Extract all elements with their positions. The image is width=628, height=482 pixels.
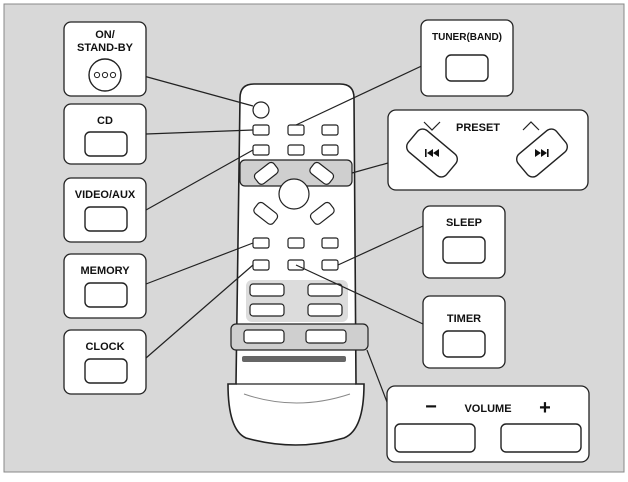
preset-down-chevron-icon (423, 121, 441, 131)
on-standby-button[interactable] (88, 58, 122, 92)
remote-button[interactable] (321, 144, 339, 156)
timer-button[interactable] (442, 330, 486, 358)
remote-button[interactable] (287, 144, 305, 156)
remote-center-button[interactable] (278, 178, 310, 210)
remote-button[interactable] (287, 237, 305, 249)
remote-nav-button[interactable] (252, 201, 279, 226)
callout-volume: − VOLUME + (386, 385, 590, 463)
cd-label: CD (97, 115, 113, 127)
remote-volume-down-button[interactable] (243, 329, 285, 344)
remote-wide-button[interactable] (249, 283, 285, 297)
remote-button[interactable] (321, 237, 339, 249)
leader-line-volume (366, 349, 388, 403)
remote-video-aux-button[interactable] (252, 144, 270, 156)
callout-memory: MEMORY (63, 253, 147, 319)
leader-line-on-standby (139, 74, 254, 107)
preset-down-button[interactable] (404, 126, 460, 180)
cd-button[interactable] (84, 131, 128, 157)
remote-sleep-button[interactable] (321, 259, 339, 271)
video-aux-label: VIDEO/AUX (75, 189, 136, 201)
sleep-button[interactable] (442, 236, 486, 264)
remote-control (227, 83, 369, 446)
video-aux-button[interactable] (84, 206, 128, 232)
remote-memory-button[interactable] (252, 237, 270, 249)
timer-label: TIMER (447, 313, 481, 325)
volume-down-button[interactable] (394, 423, 476, 453)
skip-forward-icon (535, 149, 549, 157)
remote-clock-button[interactable] (252, 259, 270, 271)
remote-power-button[interactable] (252, 101, 270, 119)
volume-plus-label: + (539, 397, 551, 419)
tuner-band-label: TUNER(BAND) (432, 32, 502, 43)
callout-sleep: SLEEP (422, 205, 506, 279)
remote-tuner-button[interactable] (287, 124, 305, 136)
remote-volume-up-button[interactable] (305, 329, 347, 344)
remote-cd-button[interactable] (252, 124, 270, 136)
clock-label: CLOCK (85, 341, 124, 353)
remote-preset-down-button[interactable] (253, 161, 280, 186)
remote-nav-cluster (252, 161, 336, 226)
remote-display-bar (242, 356, 346, 362)
leader-line-clock (145, 264, 254, 359)
callout-clock: CLOCK (63, 329, 147, 395)
tuner-band-button[interactable] (445, 54, 489, 82)
skip-back-icon (425, 149, 439, 157)
leader-line-tuner-band (295, 54, 446, 126)
callout-timer: TIMER (422, 295, 506, 369)
leader-line-preset (351, 162, 389, 174)
leader-line-sleep (337, 225, 424, 266)
leader-line-timer (295, 264, 424, 325)
memory-label: MEMORY (80, 265, 130, 277)
preset-label: PRESET (456, 122, 500, 134)
memory-button[interactable] (84, 282, 128, 308)
volume-up-button[interactable] (500, 423, 582, 453)
remote-wide-button[interactable] (249, 303, 285, 317)
clock-button[interactable] (84, 358, 128, 384)
volume-label: VOLUME (464, 403, 511, 415)
leader-line-cd (145, 129, 254, 135)
leader-lines (139, 54, 446, 403)
remote-button[interactable] (321, 124, 339, 136)
on-standby-label-line2: STAND-BY (77, 42, 134, 54)
callout-video-aux: VIDEO/AUX (63, 177, 147, 243)
callout-preset: PRESET (387, 109, 589, 191)
on-standby-label-line1: ON/ (95, 29, 115, 41)
callout-tuner-band: TUNER(BAND) (420, 19, 514, 97)
remote-wide-button[interactable] (307, 303, 343, 317)
leader-line-video-aux (145, 149, 254, 211)
remote-preset-up-button[interactable] (308, 161, 335, 186)
remote-wide-button[interactable] (307, 283, 343, 297)
preset-up-chevron-icon (522, 121, 540, 131)
power-dots-icon (93, 71, 117, 79)
remote-base-curve (243, 393, 351, 404)
sleep-label: SLEEP (446, 217, 482, 229)
callout-cd: CD (63, 103, 147, 165)
remote-nav-button[interactable] (309, 201, 336, 226)
preset-up-button[interactable] (514, 126, 570, 180)
callout-on-standby: ON/ STAND-BY (63, 21, 147, 97)
leader-line-memory (145, 242, 254, 285)
volume-minus-label: − (425, 396, 437, 418)
